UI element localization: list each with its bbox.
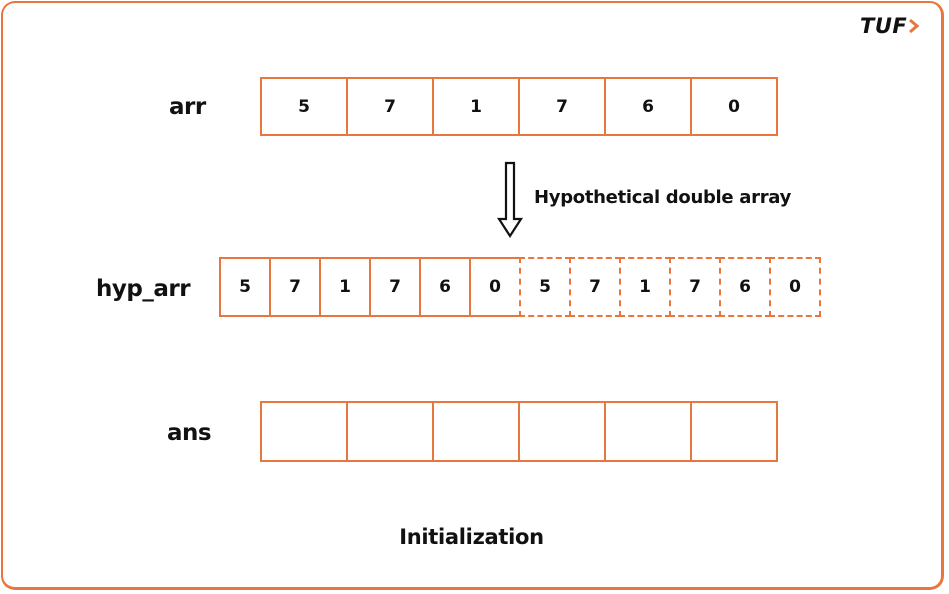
hyp-arr-hypothetical-cell: 7 <box>669 257 721 317</box>
ans-cell <box>690 401 778 462</box>
ans-cell <box>260 401 348 462</box>
ans-cell <box>346 401 434 462</box>
arr-cell: 1 <box>432 77 520 136</box>
hollow-down-arrow-icon <box>497 161 523 239</box>
hyp-arr-array: 5 7 1 7 6 0 5 7 1 7 6 0 <box>219 257 821 317</box>
ans-cell <box>518 401 606 462</box>
ans-array <box>260 401 778 462</box>
ans-cell <box>604 401 692 462</box>
hyp-arr-hypothetical-cell: 5 <box>519 257 571 317</box>
diagram-caption: Initialization <box>399 525 544 549</box>
hyp-arr-cell: 5 <box>219 257 271 317</box>
chevron-right-icon <box>909 18 920 34</box>
hyp-arr-label: hyp_arr <box>96 276 191 302</box>
hyp-arr-cell: 0 <box>469 257 521 317</box>
hyp-arr-cell: 1 <box>319 257 371 317</box>
ans-label: ans <box>167 420 212 446</box>
arr-cell: 7 <box>518 77 606 136</box>
ans-cell <box>432 401 520 462</box>
hyp-arr-cell: 6 <box>419 257 471 317</box>
hyp-arr-cell: 7 <box>269 257 321 317</box>
arr-label: arr <box>169 94 206 120</box>
tuf-logo: TUF <box>860 13 921 39</box>
arr-cell: 0 <box>690 77 778 136</box>
arr-cell: 5 <box>260 77 348 136</box>
arr-cell: 6 <box>604 77 692 136</box>
hyp-arr-hypothetical-cell: 6 <box>719 257 771 317</box>
logo-text: TUF <box>860 14 908 38</box>
hyp-arr-hypothetical-cell: 0 <box>769 257 821 317</box>
transition-label: Hypothetical double array <box>534 187 792 208</box>
hyp-arr-cell: 7 <box>369 257 421 317</box>
arr-cell: 7 <box>346 77 434 136</box>
arr-array: 5 7 1 7 6 0 <box>260 77 778 136</box>
hyp-arr-hypothetical-cell: 7 <box>569 257 621 317</box>
hyp-arr-hypothetical-cell: 1 <box>619 257 671 317</box>
